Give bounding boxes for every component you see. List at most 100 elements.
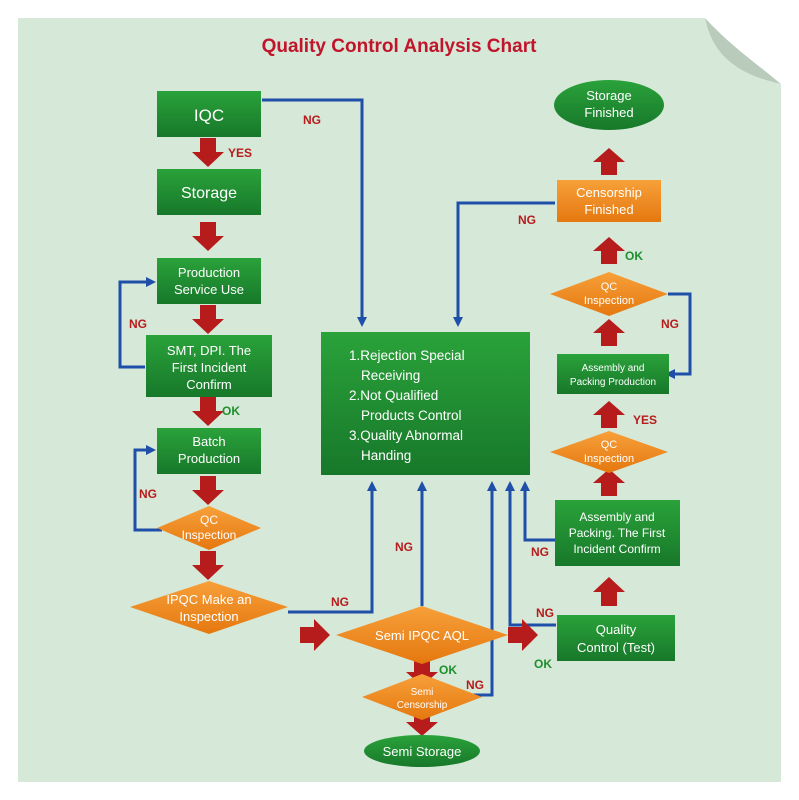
label-ng-qc-r2: NG <box>661 317 679 331</box>
label-ng-semi-ipqc: NG <box>395 540 413 554</box>
node-storage-label: Storage <box>181 185 237 202</box>
center-line6: Handing <box>361 448 411 463</box>
label-ng-semi-cens: NG <box>466 678 484 692</box>
page-curl-shadow <box>705 18 781 84</box>
node-qc-inspection-r1: QC Inspection <box>550 431 668 473</box>
label-yes-2: YES <box>633 413 657 427</box>
arrow-production-qc-r2 <box>593 319 625 346</box>
node-semi-cens-line1: Semi <box>411 687 434 698</box>
center-line3: 2.Not Qualified <box>349 388 438 403</box>
node-semi-storage: Semi Storage <box>364 735 480 767</box>
node-assembly-prod-line1: Assembly and <box>582 363 645 374</box>
node-qc-inspection-left: QC Inspection <box>157 506 261 550</box>
connector-iqc-ng <box>262 98 367 327</box>
node-qc-inspection-r2: QC Inspection <box>550 272 668 316</box>
arrow-ipqc-semi <box>300 619 330 651</box>
connector-assembly-ng <box>520 481 555 542</box>
node-storage-finished-line2: Finished <box>584 105 633 120</box>
node-batch-line2: Production <box>178 451 240 466</box>
label-ok-qct: OK <box>534 657 552 671</box>
node-storage: Storage <box>157 169 261 215</box>
center-line2: Receiving <box>361 368 420 383</box>
label-ng-ipqc: NG <box>331 595 349 609</box>
node-assembly-production: Assembly and Packing Production <box>557 354 669 394</box>
node-censorship-finished: Censorship Finished <box>557 180 661 222</box>
node-production-service: Production Service Use <box>157 258 261 304</box>
node-assembly-first-line1: Assembly and <box>579 510 654 524</box>
node-center-box: 1.Rejection Special Receiving 2.Not Qual… <box>321 332 530 475</box>
node-assembly-first-line3: Incident Confirm <box>573 542 660 556</box>
node-qc-r1-line1: QC <box>601 439 618 451</box>
node-production-line1: Production <box>178 265 240 280</box>
arrow-assembly-qc-r1 <box>593 469 625 496</box>
label-ok-qc-r2: OK <box>625 249 643 263</box>
arrow-qctest-assembly <box>593 577 625 606</box>
arrow-iqc-storage <box>192 138 224 167</box>
label-ng-qct: NG <box>536 606 554 620</box>
label-yes-1: YES <box>228 146 252 160</box>
label-ng-assembly: NG <box>531 545 549 559</box>
node-smt-line2: First Incident <box>172 360 247 375</box>
node-ipqc-line1: IPQC Make an <box>166 592 251 607</box>
connector-qct-ng <box>505 481 556 627</box>
node-qc-left-line2: Inspection <box>182 528 237 542</box>
label-ng-prod: NG <box>129 317 147 331</box>
center-line1: 1.Rejection Special <box>349 348 465 363</box>
node-semi-cens-line2: Censorship <box>397 700 448 711</box>
arrow-storage-production <box>192 222 224 251</box>
node-semi-censorship: Semi Censorship <box>362 674 482 720</box>
node-iqc: IQC <box>157 91 261 137</box>
node-smt-line3: Confirm <box>186 377 232 392</box>
arrow-smt-batch <box>192 397 224 426</box>
node-semi-storage-label: Semi Storage <box>383 744 462 759</box>
arrow-qc-r1-production <box>593 401 625 428</box>
label-ok-smt: OK <box>222 404 240 418</box>
node-storage-finished-line1: Storage <box>586 88 632 103</box>
node-batch: Batch Production <box>157 428 261 474</box>
node-smt: SMT, DPI. The First Incident Confirm <box>146 335 272 397</box>
arrow-semi-qctest <box>508 619 538 651</box>
center-line4: Products Control <box>361 408 462 423</box>
node-smt-line1: SMT, DPI. The <box>167 343 251 358</box>
label-ng-censorship: NG <box>518 213 536 227</box>
node-production-line2: Service Use <box>174 282 244 297</box>
node-censorship-finished-line2: Finished <box>584 202 633 217</box>
connector-ipqc-ng <box>288 481 377 614</box>
node-semi-ipqc: Semi IPQC AQL <box>336 606 508 664</box>
arrow-semi-censorship <box>406 660 438 686</box>
node-assembly-first: Assembly and Packing. The First Incident… <box>555 500 680 566</box>
node-censorship-finished-line1: Censorship <box>576 185 642 200</box>
node-ipqc-line2: Inspection <box>179 609 238 624</box>
label-ok-semi: OK <box>439 663 457 677</box>
arrow-censorship-finished <box>593 148 625 175</box>
node-batch-line1: Batch <box>192 434 225 449</box>
node-iqc-label: IQC <box>194 106 224 125</box>
node-qc-r2-line2: Inspection <box>584 295 634 307</box>
node-quality-control-line1: Quality <box>596 622 637 637</box>
node-storage-finished: Storage Finished <box>554 80 664 130</box>
chart-title: Quality Control Analysis Chart <box>262 36 538 57</box>
label-ng-batch: NG <box>139 487 157 501</box>
connector-smt-loop <box>118 277 156 369</box>
node-assembly-first-line2: Packing. The First <box>569 526 666 540</box>
page-curl <box>705 18 781 84</box>
center-line5: 3.Quality Abnormal <box>349 428 463 443</box>
label-ng-iqc: NG <box>303 113 321 127</box>
arrow-qc-r2-censorship <box>593 237 625 264</box>
connector-censorship-ng <box>453 201 555 327</box>
arrow-batch-qc <box>192 476 224 505</box>
node-quality-control: Quality Control (Test) <box>557 615 675 661</box>
node-qc-left-line1: QC <box>200 513 218 527</box>
node-qc-r2-line1: QC <box>601 281 618 293</box>
arrow-production-smt <box>192 305 224 334</box>
node-ipqc: IPQC Make an Inspection <box>130 581 288 634</box>
node-assembly-prod-line2: Packing Production <box>570 377 656 388</box>
node-qc-r1-line2: Inspection <box>584 453 634 465</box>
connector-qc-loop <box>133 445 162 532</box>
node-semi-ipqc-label: Semi IPQC AQL <box>375 628 469 643</box>
arrow-qc-ipqc <box>192 551 224 580</box>
connector-qc-r2-loop <box>665 292 692 379</box>
node-quality-control-line2: Control (Test) <box>577 640 655 655</box>
